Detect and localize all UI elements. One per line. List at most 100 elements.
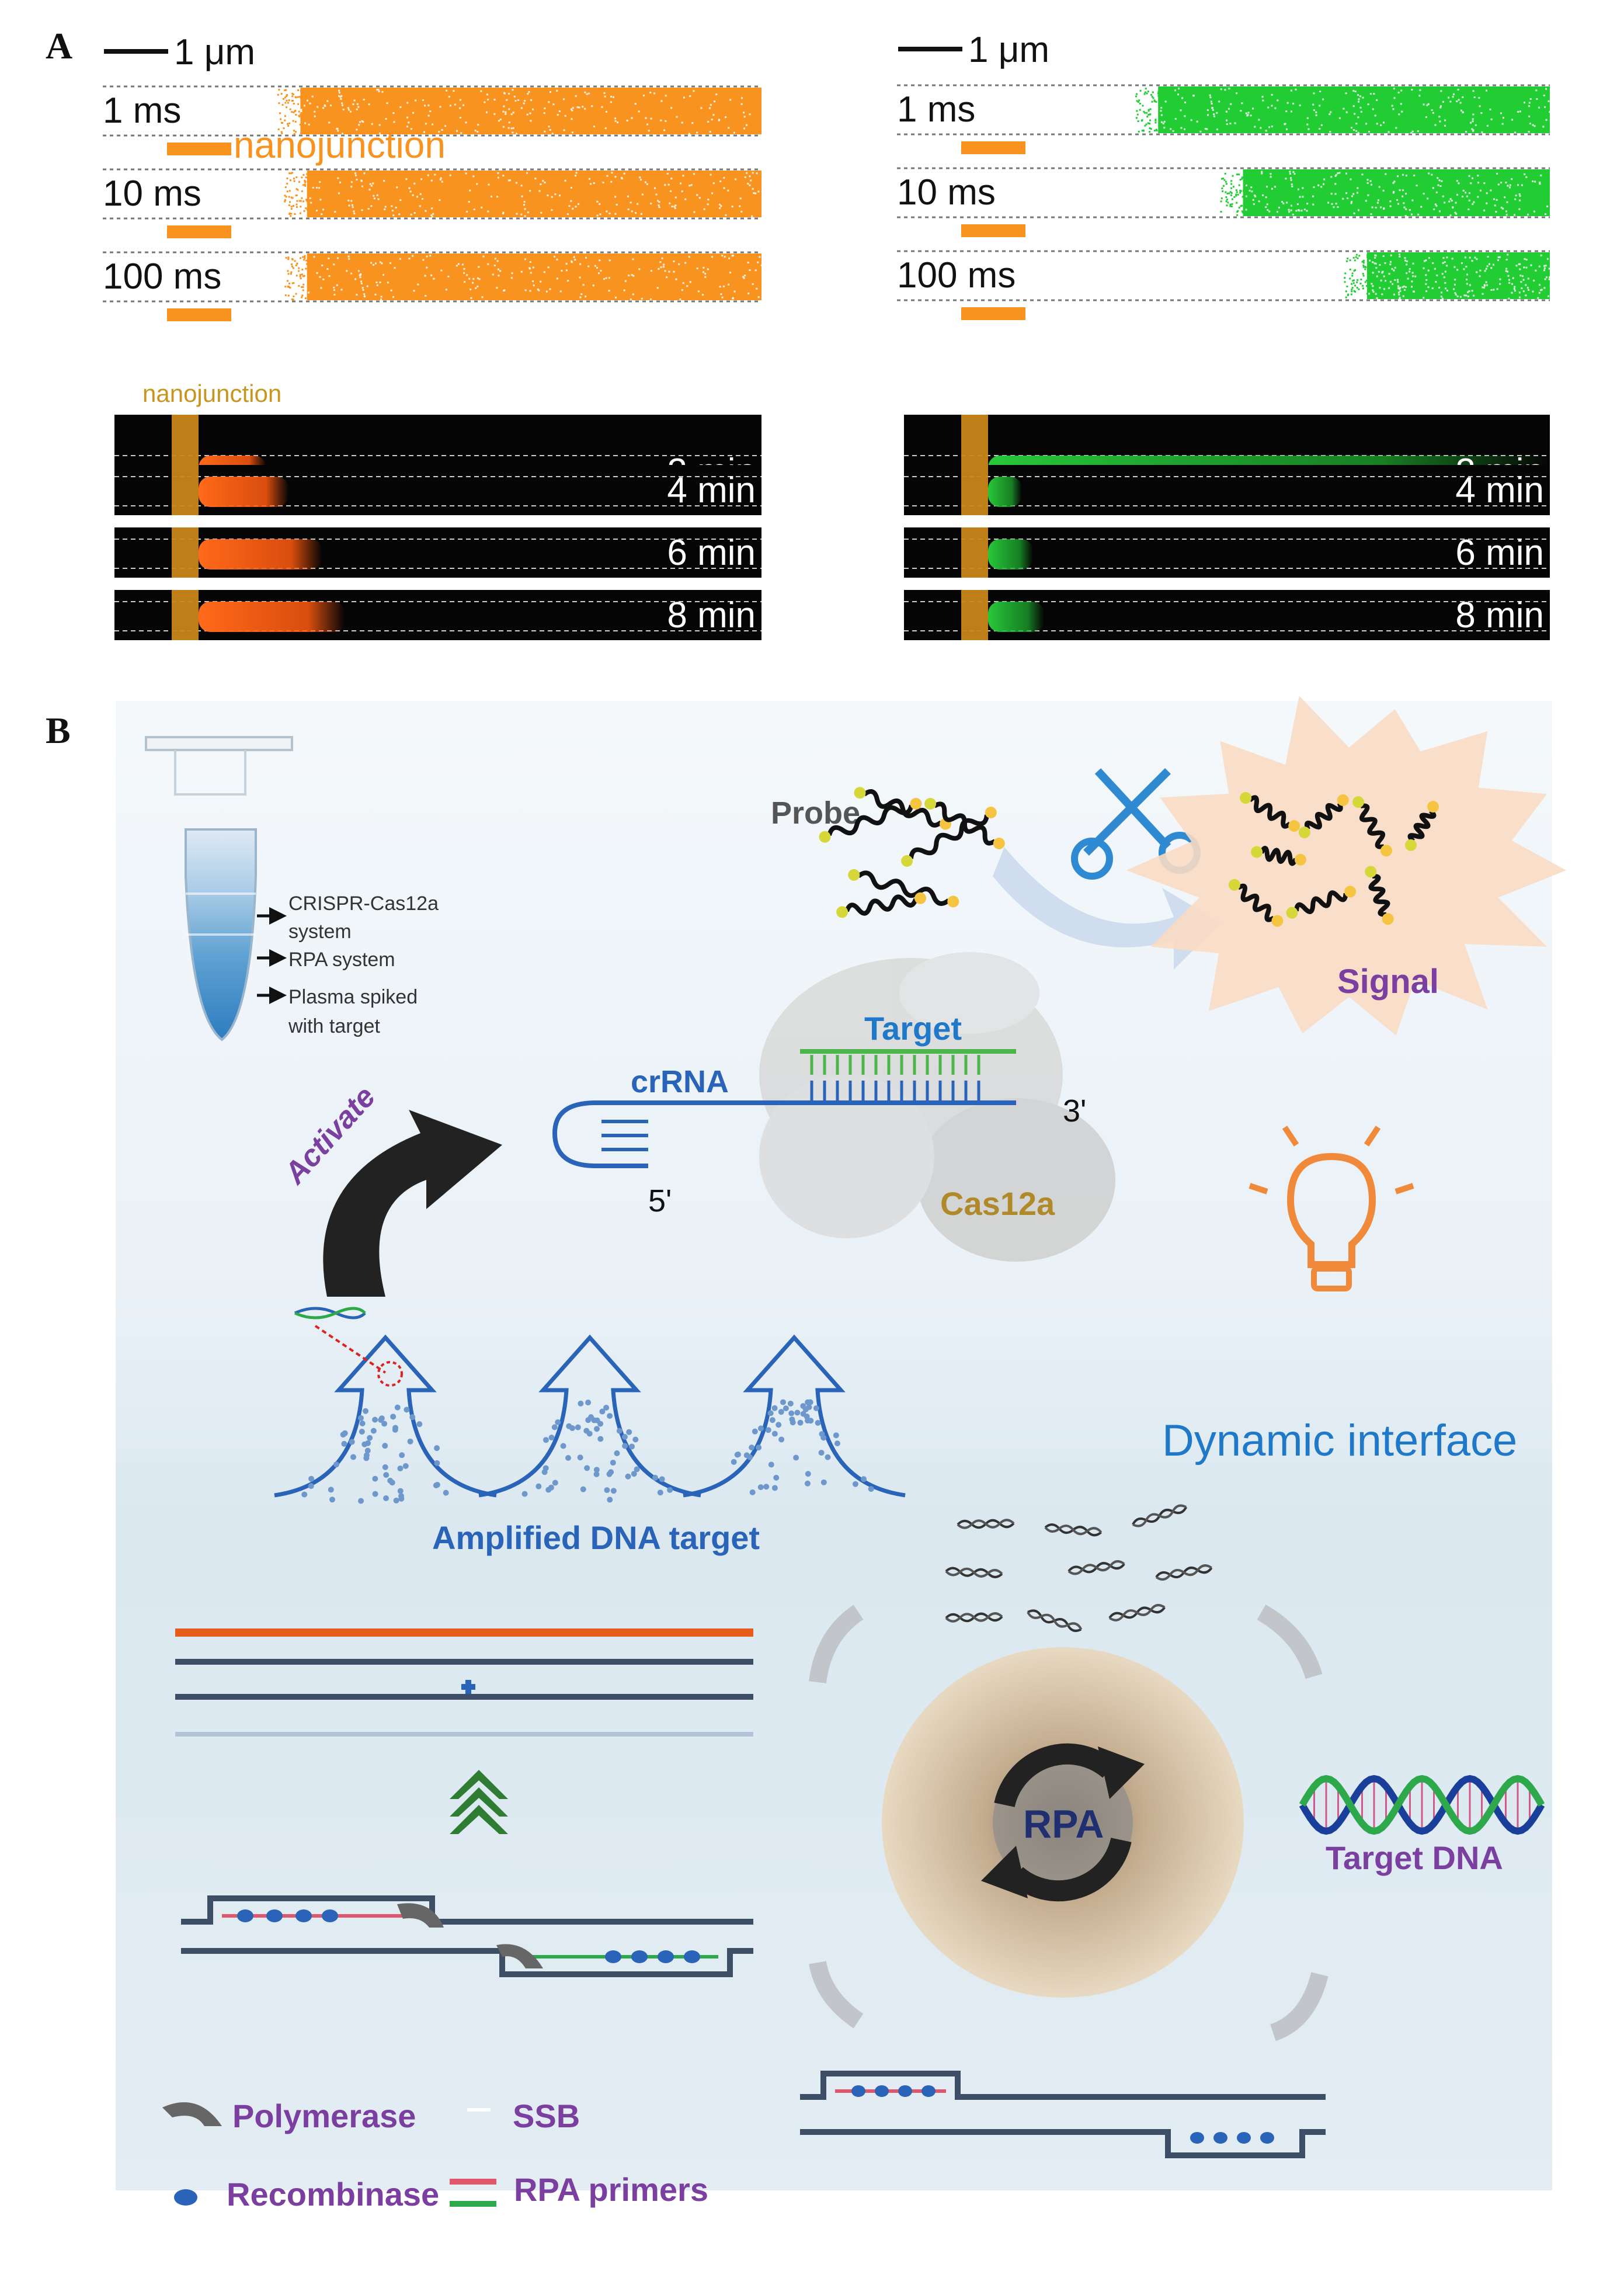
particle-fill <box>307 171 761 217</box>
noise-speck <box>728 257 731 259</box>
noise-speck <box>674 196 677 199</box>
noise-speck <box>1492 263 1494 266</box>
dna-zoom <box>294 1307 403 1387</box>
front-speck <box>291 92 294 95</box>
noise-speck <box>590 183 592 185</box>
noise-speck <box>1528 131 1530 133</box>
noise-speck <box>1527 289 1529 291</box>
noise-speck <box>572 207 574 210</box>
noise-speck <box>574 259 576 261</box>
probe-dot <box>947 895 959 908</box>
noise-speck <box>759 256 761 258</box>
noise-speck <box>419 193 422 195</box>
sample-tube <box>145 736 293 1041</box>
noise-speck <box>679 298 681 301</box>
noise-speck <box>1436 275 1438 277</box>
front-speck <box>300 277 302 280</box>
noise-speck <box>1470 182 1472 185</box>
noise-speck <box>564 179 566 182</box>
noise-speck <box>1467 291 1469 293</box>
noise-speck <box>638 268 641 270</box>
noise-speck <box>1423 267 1425 269</box>
noise-speck <box>1499 278 1501 280</box>
noise-speck <box>356 294 358 296</box>
noise-speck <box>1432 187 1434 189</box>
front-speck <box>278 89 280 91</box>
front-speck <box>1139 109 1141 111</box>
noise-speck <box>1402 189 1404 192</box>
front-speck <box>1145 88 1147 90</box>
noise-speck <box>1260 127 1262 129</box>
sim-right-row: 10 ms <box>897 167 1550 237</box>
noise-speck <box>338 95 340 97</box>
noise-speck <box>1172 130 1174 132</box>
front-speck <box>1349 277 1351 280</box>
noise-speck <box>551 196 553 198</box>
probe-dot <box>1337 794 1349 806</box>
noise-speck <box>1370 213 1372 216</box>
noise-speck <box>521 195 523 197</box>
noise-speck <box>591 105 593 107</box>
noise-speck <box>459 107 461 109</box>
noise-speck <box>532 266 534 269</box>
noise-speck <box>566 213 569 216</box>
noise-speck <box>1388 287 1390 289</box>
fluorescence-front <box>988 602 1045 632</box>
noise-speck <box>1542 126 1545 128</box>
front-speck <box>304 181 307 183</box>
noise-speck <box>1399 255 1401 258</box>
noise-speck <box>410 128 412 130</box>
front-speck <box>1352 280 1354 282</box>
amplicon-dot <box>363 1408 369 1414</box>
target-strand <box>800 1049 1016 1100</box>
noise-speck <box>632 258 634 261</box>
noise-speck <box>430 274 433 276</box>
front-speck <box>301 197 303 199</box>
front-speck <box>293 295 295 297</box>
noise-speck <box>1471 260 1473 262</box>
front-speck <box>307 180 309 182</box>
noise-speck <box>1406 263 1408 266</box>
front-speck <box>1136 100 1138 102</box>
noise-speck <box>1397 287 1400 290</box>
noise-speck <box>338 92 340 94</box>
front-speck <box>291 95 294 98</box>
front-speck <box>294 213 296 215</box>
noise-speck <box>507 127 510 129</box>
noise-speck <box>570 200 572 202</box>
front-speck <box>295 113 297 116</box>
noise-speck <box>1454 292 1456 294</box>
noise-speck <box>1508 186 1511 189</box>
front-speck <box>1366 293 1368 295</box>
noise-speck <box>1393 88 1395 90</box>
noise-speck <box>746 124 748 126</box>
noise-speck <box>1372 289 1374 291</box>
front-speck <box>305 207 307 210</box>
noise-speck <box>1546 258 1549 260</box>
noise-speck <box>334 211 336 213</box>
noise-speck <box>310 202 312 204</box>
front-speck <box>1240 190 1242 192</box>
noise-speck <box>649 92 652 94</box>
noise-speck <box>626 120 628 122</box>
amplicon-dot <box>349 1439 355 1445</box>
front-speck <box>1138 99 1140 102</box>
noise-speck <box>1406 272 1408 275</box>
noise-speck <box>1549 276 1551 279</box>
noise-speck <box>399 106 402 108</box>
noise-speck <box>680 182 682 185</box>
noise-speck <box>1162 122 1164 124</box>
noise-speck <box>1538 265 1540 268</box>
noise-speck <box>708 107 711 109</box>
noise-speck <box>1459 296 1462 298</box>
noise-speck <box>750 179 752 182</box>
polymerase-icon <box>162 2102 222 2126</box>
probe-strand <box>1352 796 1392 857</box>
noise-speck <box>459 99 461 101</box>
cas12a-protein <box>759 952 1115 1262</box>
noise-speck <box>1353 129 1355 131</box>
noise-speck <box>1181 97 1184 99</box>
noise-speck <box>1334 183 1337 185</box>
front-speck <box>1239 189 1242 192</box>
amplicon-dot <box>382 1464 388 1470</box>
